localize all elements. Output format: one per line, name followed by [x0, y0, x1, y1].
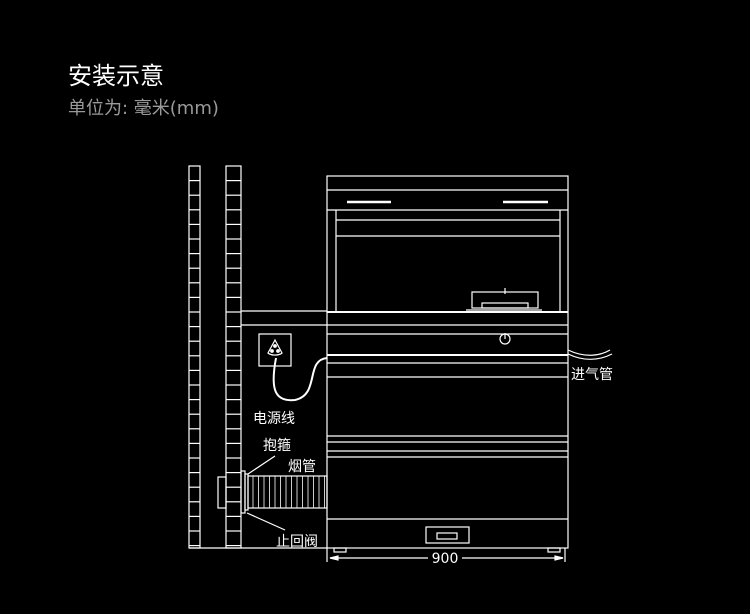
check-valve-label: 止回阀 [276, 534, 318, 550]
unit-subtitle: 单位为: 毫米(mm) [68, 98, 219, 119]
clamp-label: 抱箍 [263, 437, 291, 454]
flue-duct [217, 470, 328, 514]
valve-leader [246, 512, 286, 531]
plug-icon [267, 338, 283, 356]
gas-inlet-pipe [567, 349, 613, 360]
wall [188, 165, 201, 549]
page-title: 安装示意 [68, 62, 164, 90]
wall [225, 165, 242, 549]
power-cord [272, 357, 328, 402]
drawer-handle [425, 526, 470, 544]
power-cord-label: 电源线 [253, 411, 295, 427]
flue-pipe-label: 烟管 [288, 459, 316, 475]
gas-inlet-label: 进气管 [571, 367, 613, 383]
width-dimension [326, 548, 566, 562]
gas-burner [466, 288, 542, 311]
brick-walls [188, 165, 242, 549]
integrated-stove-cabinet [326, 175, 569, 553]
clamp-leader [247, 455, 276, 475]
width-dimension-label: 900 [432, 551, 459, 567]
